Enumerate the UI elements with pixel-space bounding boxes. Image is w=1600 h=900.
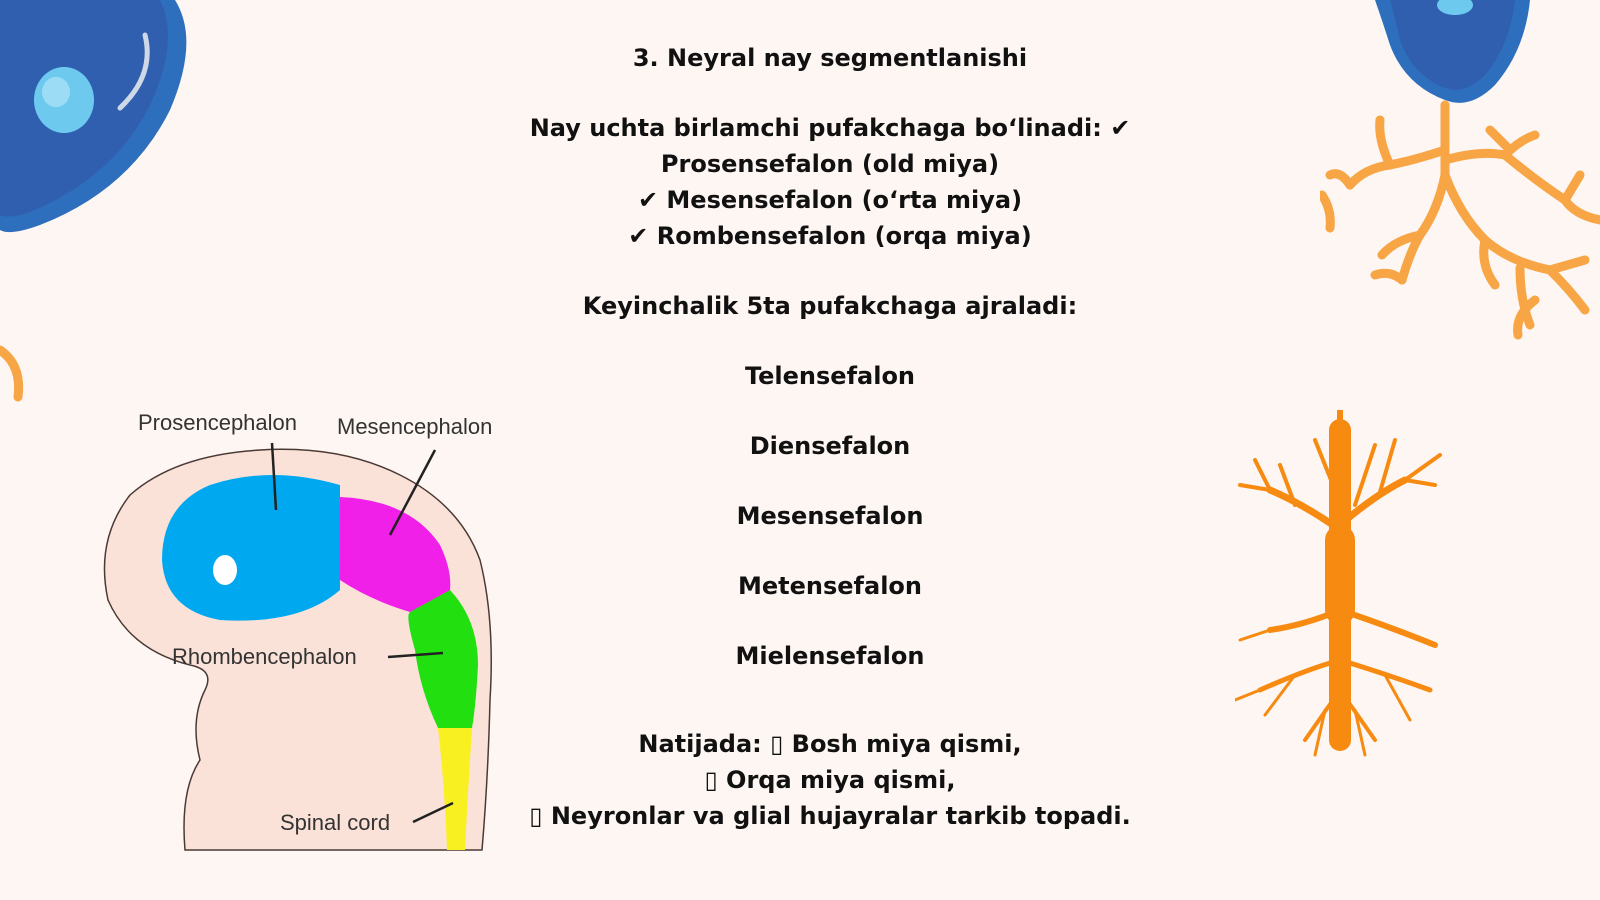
result-line: ▯ Orqa miya qismi, xyxy=(704,766,956,794)
rhombencephalon-region xyxy=(408,590,478,728)
secondary-item: Telensefalon xyxy=(744,362,916,390)
slide-text: 3. Neyral nay segmentlanishi Nay uchta b… xyxy=(430,40,1230,834)
primary-item: ✔ Rombensefalon (orqa miya) xyxy=(628,222,1032,250)
label-prosencephalon: Prosencephalon xyxy=(138,410,298,435)
prosencephalon-region xyxy=(162,475,340,621)
neuron-top-right-icon xyxy=(1320,0,1600,340)
primary-item: Prosensefalon (old miya) xyxy=(660,150,1000,178)
optic-vesicle xyxy=(213,555,237,585)
orange-tree-neuron-icon xyxy=(1235,410,1442,757)
result-line: Natijada: ▯ Bosh miya qismi, xyxy=(638,730,1022,758)
spinal-cord-region xyxy=(438,728,472,850)
primary-intro: Nay uchta birlamchi pufakchaga bo‘linadi… xyxy=(529,114,1131,142)
label-rhombencephalon: Rhombencephalon xyxy=(172,644,357,669)
orange-curve-left-icon xyxy=(0,345,24,402)
result-line: ▯ Neyronlar va glial hujayralar tarkib t… xyxy=(529,802,1131,830)
secondary-item: Metensefalon xyxy=(738,572,922,600)
secondary-item: Diensefalon xyxy=(749,432,911,460)
primary-item: ✔ Mesensefalon (o‘rta miya) xyxy=(637,186,1023,214)
secondary-item: Mielensefalon xyxy=(735,642,925,670)
neuron-cell-top-left-icon xyxy=(0,0,187,233)
label-spinal-cord: Spinal cord xyxy=(280,810,391,835)
secondary-item: Mesensefalon xyxy=(736,502,924,530)
label-mesencephalon: Mesencephalon xyxy=(337,414,493,439)
mesencephalon-region xyxy=(340,497,451,612)
secondary-intro: Keyinchalik 5ta pufakchaga ajraladi: xyxy=(582,292,1078,320)
slide-title: 3. Neyral nay segmentlanishi xyxy=(632,44,1028,72)
